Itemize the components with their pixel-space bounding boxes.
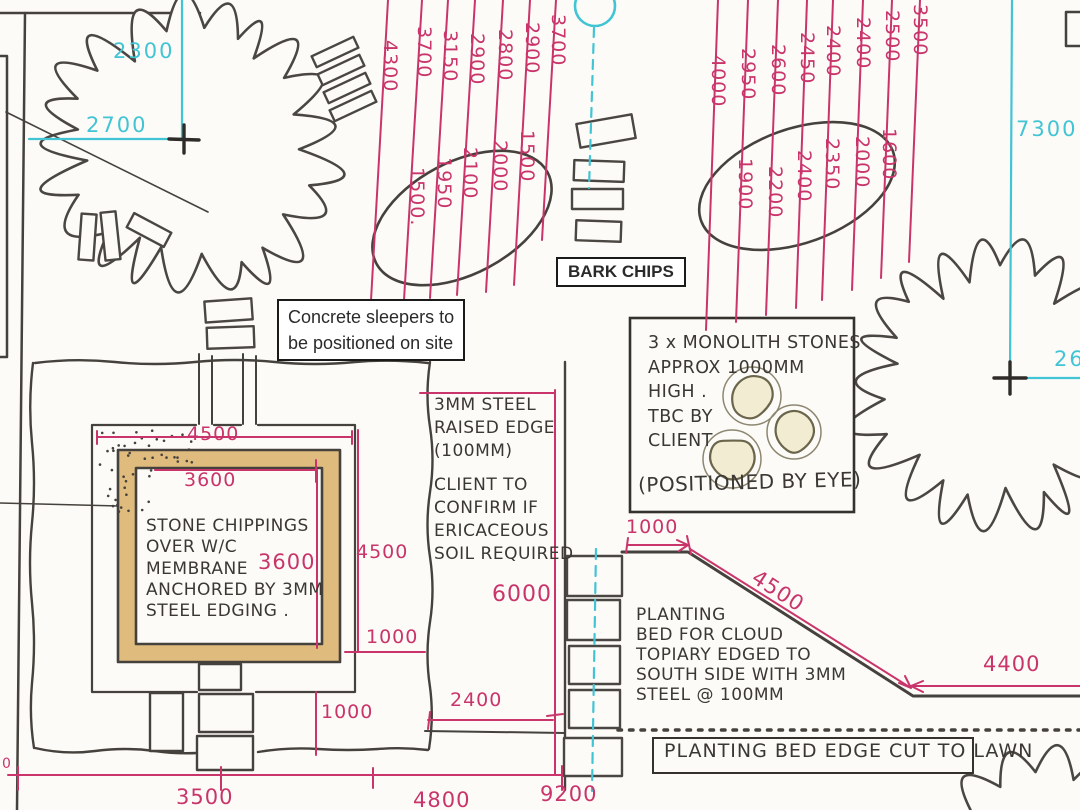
- dim-baseline-start: 0: [2, 756, 12, 772]
- monolith-note-footer: (POSITIONED BY EYE): [637, 467, 862, 497]
- dim-label: 2400: [793, 150, 815, 203]
- dim-label: 4300: [379, 40, 401, 93]
- dim-label: 2500: [881, 10, 903, 63]
- dim-label: 2350: [821, 138, 843, 191]
- tree-canopies: [39, 0, 1080, 810]
- dim-label: 2450: [796, 32, 818, 85]
- cyan-setout-lines: [27, 0, 1080, 793]
- concrete-sleepers-note: Concrete sleepers to be positioned on si…: [277, 299, 466, 362]
- dim-label: 3700: [547, 14, 569, 67]
- dim-label: 1600: [878, 128, 900, 181]
- dim-strip-height: 6000: [492, 582, 552, 607]
- dim-baseline-3: 9200: [540, 782, 598, 806]
- concrete-sleepers-line1: Concrete sleepers to: [288, 307, 455, 327]
- dim-square-below: 1000: [321, 701, 374, 723]
- dim-baseline-1: 3500: [176, 785, 234, 809]
- bark-chips-label: BARK CHIPS: [556, 257, 686, 287]
- dim-baseline-2: 4800: [413, 788, 471, 810]
- dim-label: 2100: [459, 147, 481, 200]
- dim-tree1-vertical: 2300: [113, 39, 175, 63]
- planting-bed-note: PLANTING BED FOR CLOUD TOPIARY EDGED TO …: [636, 605, 847, 706]
- dim-label: 4000: [707, 55, 729, 108]
- dim-label: 2200: [764, 166, 786, 219]
- dim-bed-top: 1000: [626, 516, 679, 538]
- gravel-stipple: [98, 429, 194, 513]
- dim-tree1-horizontal: 2700: [86, 113, 148, 137]
- ink-structures: [0, 111, 1080, 792]
- steel-edge-note-bottom: CLIENT TO CONFIRM IF ERICACEOUS SOIL REQ…: [434, 475, 574, 564]
- dim-label: 2800: [494, 29, 516, 82]
- dim-square-right: 4500: [356, 541, 409, 563]
- dim-bed-bottom: 4400: [983, 652, 1041, 676]
- dim-label: 1500: [516, 130, 538, 183]
- dim-label: 3150: [439, 30, 461, 83]
- dim-label: 2000: [489, 140, 511, 193]
- dim-label: 1500.: [406, 167, 428, 227]
- pink-dimension-lines: [7, 0, 1080, 791]
- steel-edge-note-top: 3MM STEEL RAISED EDGE (100MM): [434, 395, 556, 461]
- dim-square-inner-v: 3600: [258, 550, 316, 574]
- monolith-stones: [702, 366, 822, 489]
- dim-label: 3500: [909, 4, 931, 57]
- dim-label: 2950: [737, 48, 759, 101]
- planting-bed-edge-label: PLANTING BED EDGE CUT TO LAWN: [652, 737, 1032, 774]
- dim-label: 3700: [413, 26, 435, 79]
- site-boundary-lines: [0, 10, 1080, 810]
- dim-square-outer: 4500: [187, 423, 240, 445]
- dim-label: 2400: [852, 17, 874, 70]
- dim-label: 2400: [822, 25, 844, 78]
- dim-label: 2600: [767, 44, 789, 97]
- dim-strip-bottom: 2400: [450, 689, 503, 711]
- dim-label: 2000: [851, 136, 873, 189]
- dim-tree2-horizontal-partial: 26: [1054, 347, 1080, 371]
- dim-square-gap: 1000: [366, 626, 419, 648]
- monolith-note: 3 x MONOLITH STONES APPROX 1000MM HIGH .…: [648, 333, 862, 451]
- dim-label: 1900: [734, 158, 756, 211]
- tree-centre-marks: [167, 123, 1028, 396]
- dim-tree2-vertical: 7300: [1016, 117, 1078, 141]
- dim-label: 2900: [521, 22, 543, 75]
- concrete-sleepers-line2: be positioned on site: [288, 333, 454, 354]
- concrete-sleepers: [77, 35, 637, 778]
- dim-square-inner: 3600: [184, 469, 237, 491]
- dim-label: 1950: [433, 157, 455, 210]
- dim-label: 2900: [466, 33, 488, 86]
- stone-chippings-note: STONE CHIPPINGS OVER W/C MEMBRANE ANCHOR…: [146, 516, 324, 621]
